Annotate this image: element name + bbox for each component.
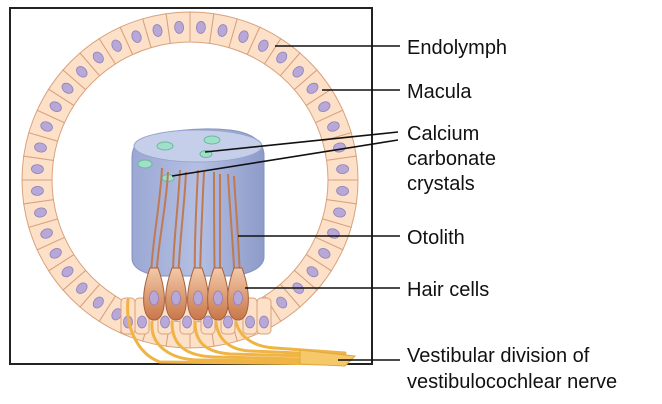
cell-nucleus (183, 316, 192, 328)
label-endolymph: Endolymph (407, 37, 507, 59)
cell-nucleus (204, 316, 213, 328)
cell-nucleus (138, 316, 147, 328)
label-nerve-line2: vestibulocochlear nerve (407, 371, 617, 393)
hair-cell-nucleus (214, 291, 223, 305)
cell-nucleus (246, 316, 255, 328)
hair-cell-nucleus (194, 291, 203, 305)
label-calcium-line1: Calcium (407, 123, 479, 145)
label-calcium-line3: crystals (407, 173, 475, 195)
cell-nucleus (224, 316, 233, 328)
label-calcium-line2: carbonate (407, 148, 496, 170)
cell-nucleus (260, 316, 269, 328)
cell-nucleus (161, 316, 170, 328)
label-macula: Macula (407, 81, 472, 103)
label-otolith: Otolith (407, 227, 465, 249)
hair-cell-nucleus (172, 291, 181, 305)
label-nerve-line1: Vestibular division of (407, 345, 590, 367)
label-hair-cells: Hair cells (407, 279, 489, 301)
hair-cell-nucleus (234, 291, 243, 305)
hair-cell-nucleus (150, 291, 159, 305)
